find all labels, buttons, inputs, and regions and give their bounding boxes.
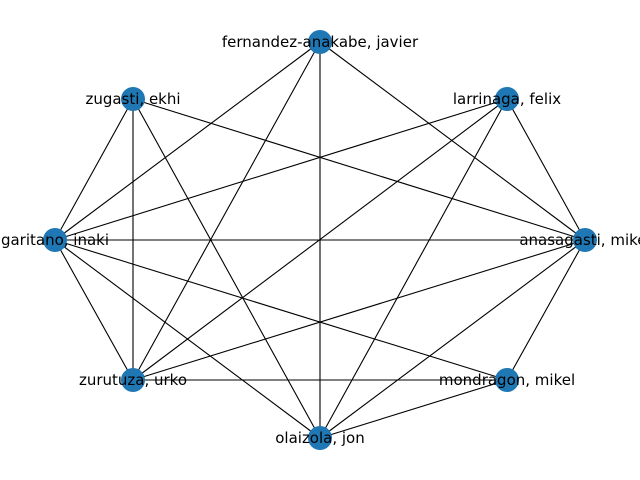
edge-larrinaga-garitano <box>54 98 508 241</box>
edges-layer <box>54 41 586 439</box>
edge-larrinaga-olaizola <box>319 98 508 439</box>
edge-fernandez-zurutuza <box>132 41 321 381</box>
edge-olaizola-garitano <box>54 239 321 439</box>
nodes-layer <box>43 30 597 450</box>
edge-fernandez-anasagasti <box>319 41 586 241</box>
edge-fernandez-garitano <box>54 41 321 241</box>
node-label-olaizola: olaizola, jon <box>275 429 365 447</box>
node-label-zurutuza: zurutuza, urko <box>79 371 187 389</box>
node-garitano <box>43 228 67 252</box>
node-zugasti <box>121 87 145 111</box>
node-label-garitano: garitano, inaki <box>1 231 109 249</box>
labels-layer: fernandez-anakabe, javier larrinaga, feli… <box>1 33 640 447</box>
edge-larrinaga-anasagasti <box>506 98 586 241</box>
node-fernandez <box>308 30 332 54</box>
node-label-mondragon: mondragon, mikel <box>439 371 575 389</box>
node-larrinaga <box>495 87 519 111</box>
node-zurutuza <box>121 368 145 392</box>
edge-mondragon-olaizola <box>319 379 508 439</box>
node-label-fernandez: fernandez-anakabe, javier <box>222 33 419 51</box>
node-label-larrinaga: larrinaga, felix <box>453 90 561 108</box>
edge-zurutuza-garitano <box>54 239 134 381</box>
node-label-zugasti: zugasti, ekhi <box>85 90 180 108</box>
node-olaizola <box>308 426 332 450</box>
edge-anasagasti-olaizola <box>319 239 586 439</box>
edge-anasagasti-zurutuza <box>132 239 586 381</box>
node-label-anasagasti: anasagasti, mikel <box>519 231 640 249</box>
edge-mondragon-garitano <box>54 239 508 381</box>
edge-anasagasti-mondragon <box>506 239 586 381</box>
edge-anasagasti-zugasti <box>132 98 586 241</box>
node-anasagasti <box>573 228 597 252</box>
node-mondragon <box>495 368 519 392</box>
edge-garitano-zugasti <box>54 98 134 241</box>
edge-olaizola-zugasti <box>132 98 321 439</box>
